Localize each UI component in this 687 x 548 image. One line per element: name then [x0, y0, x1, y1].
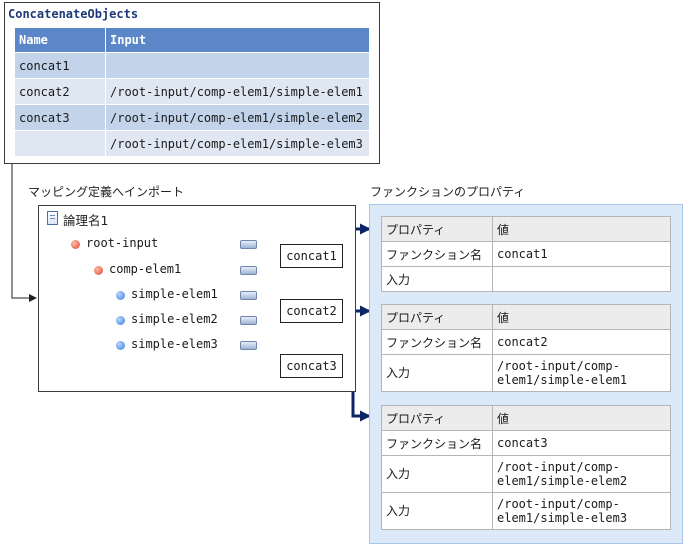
row-input: /root-input/comp-elem1/simple-elem2	[105, 104, 369, 131]
port-icon[interactable]	[240, 291, 257, 300]
logical-name-label: 論理名1	[63, 213, 109, 228]
property-key: ファンクション名	[381, 430, 493, 456]
row-input	[105, 52, 369, 79]
property-row: ファンクション名 concat3	[381, 430, 671, 456]
property-value[interactable]: concat2	[492, 329, 671, 355]
port-icon[interactable]	[240, 240, 257, 249]
properties-caption: ファンクションのプロパティ	[370, 185, 526, 199]
property-value[interactable]: /root-input/comp-elem1/simple-elem2	[492, 455, 671, 493]
attribute-node-icon	[116, 316, 125, 325]
property-key: 入力	[381, 455, 493, 493]
attribute-node-icon	[116, 341, 125, 350]
tree-node-simple-elem3[interactable]: simple-elem3	[131, 337, 218, 351]
property-table-concat2: プロパティ 値 ファンクション名 concat2 入力 /root-input/…	[381, 304, 671, 392]
port-icon[interactable]	[240, 316, 257, 325]
function-box-concat2[interactable]: concat2	[280, 299, 343, 323]
function-box-concat1[interactable]: concat1	[280, 244, 343, 268]
object-table: Name Input concat1 concat2 /root-input/c…	[15, 28, 369, 156]
tree-node-simple-elem2[interactable]: simple-elem2	[131, 312, 218, 326]
property-row: 入力 /root-input/comp-elem1/simple-elem1	[381, 354, 671, 392]
document-icon	[47, 211, 58, 225]
row-input: /root-input/comp-elem1/simple-elem1	[105, 78, 369, 105]
tree-node-root-input[interactable]: root-input	[86, 236, 159, 250]
property-header-key: プロパティ	[381, 216, 493, 242]
property-value[interactable]: concat1	[492, 241, 671, 267]
tree-node-simple-elem1[interactable]: simple-elem1	[131, 287, 218, 301]
property-header-value: 値	[492, 216, 671, 242]
row-input: /root-input/comp-elem1/simple-elem3	[105, 130, 369, 156]
port-icon[interactable]	[240, 341, 257, 350]
mapping-caption: マッピング定義へインポート	[28, 185, 185, 199]
property-value[interactable]: concat3	[492, 430, 671, 456]
property-value[interactable]: /root-input/comp-elem1/simple-elem1	[492, 354, 671, 392]
property-value[interactable]	[492, 266, 671, 292]
property-key: ファンクション名	[381, 241, 493, 267]
object-table-header: Name Input	[15, 28, 369, 53]
row-name: concat2	[15, 78, 106, 105]
property-header-value: 値	[492, 304, 671, 330]
table-row: concat2 /root-input/comp-elem1/simple-el…	[15, 78, 369, 105]
table-row: concat3 /root-input/comp-elem1/simple-el…	[15, 104, 369, 131]
property-header-row: プロパティ 値	[381, 216, 671, 242]
element-node-icon	[94, 266, 103, 275]
port-icon[interactable]	[240, 266, 257, 275]
property-value[interactable]: /root-input/comp-elem1/simple-elem3	[492, 492, 671, 530]
property-key: 入力	[381, 266, 493, 292]
row-name: concat3	[15, 104, 106, 131]
row-name: concat1	[15, 52, 106, 79]
property-table-concat1: プロパティ 値 ファンクション名 concat1 入力	[381, 216, 671, 292]
property-table-concat3: プロパティ 値 ファンクション名 concat3 入力 /root-input/…	[381, 405, 671, 530]
table-row: concat1	[15, 52, 369, 79]
attribute-node-icon	[116, 291, 125, 300]
row-name	[15, 130, 106, 156]
property-key: ファンクション名	[381, 329, 493, 355]
property-row: 入力	[381, 266, 671, 292]
property-header-key: プロパティ	[381, 304, 493, 330]
property-header-row: プロパティ 値	[381, 304, 671, 330]
property-key: 入力	[381, 354, 493, 392]
property-row: ファンクション名 concat1	[381, 241, 671, 267]
property-row: 入力 /root-input/comp-elem1/simple-elem2	[381, 455, 671, 493]
property-row: 入力 /root-input/comp-elem1/simple-elem3	[381, 492, 671, 530]
property-header-key: プロパティ	[381, 405, 493, 431]
element-node-icon	[71, 240, 80, 249]
property-header-value: 値	[492, 405, 671, 431]
column-header-name: Name	[15, 28, 106, 53]
function-box-concat3[interactable]: concat3	[280, 354, 343, 378]
property-header-row: プロパティ 値	[381, 405, 671, 431]
column-header-input: Input	[105, 28, 369, 53]
property-row: ファンクション名 concat2	[381, 329, 671, 355]
object-title: ConcatenateObjects	[8, 7, 139, 21]
table-row: /root-input/comp-elem1/simple-elem3	[15, 130, 369, 156]
property-key: 入力	[381, 492, 493, 530]
tree-node-comp-elem1[interactable]: comp-elem1	[109, 262, 182, 276]
